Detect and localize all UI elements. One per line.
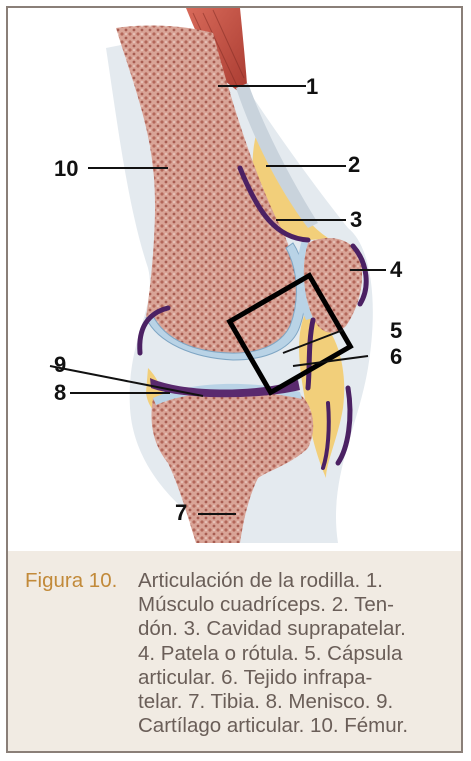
caption-label: Figura 10. — [25, 569, 117, 593]
label-9: 9 — [54, 354, 66, 376]
label-10: 10 — [54, 158, 78, 180]
figure-box: 1 2 3 4 5 6 7 8 9 10 Figura 10. Articula… — [6, 6, 463, 753]
caption-panel: Figura 10. Articulación de la rodilla. 1… — [8, 551, 461, 751]
caption-line: Articulación de la rodilla. 1. — [138, 569, 443, 593]
caption-line: Cartílago articular. 10. Fémur. — [138, 714, 443, 738]
knee-illustration: 1 2 3 4 5 6 7 8 9 10 — [8, 8, 461, 551]
label-4: 4 — [390, 259, 402, 281]
label-1: 1 — [306, 76, 318, 98]
label-7: 7 — [175, 502, 187, 524]
label-6: 6 — [390, 346, 402, 368]
label-8: 8 — [54, 382, 66, 404]
caption-line: Músculo cuadríceps. 2. Ten- — [138, 593, 443, 617]
caption-line: 4. Patela o rótula. 5. Cápsula — [138, 642, 443, 666]
caption-line: articular. 6. Tejido infrapa- — [138, 666, 443, 690]
label-5: 5 — [390, 320, 402, 342]
label-2: 2 — [348, 154, 360, 176]
caption-line: dón. 3. Cavidad suprapatelar. — [138, 617, 443, 641]
label-3: 3 — [350, 209, 362, 231]
figure-caption: Figura 10. Articulación de la rodilla. 1… — [138, 569, 443, 738]
caption-line: telar. 7. Tibia. 8. Menisco. 9. — [138, 690, 443, 714]
